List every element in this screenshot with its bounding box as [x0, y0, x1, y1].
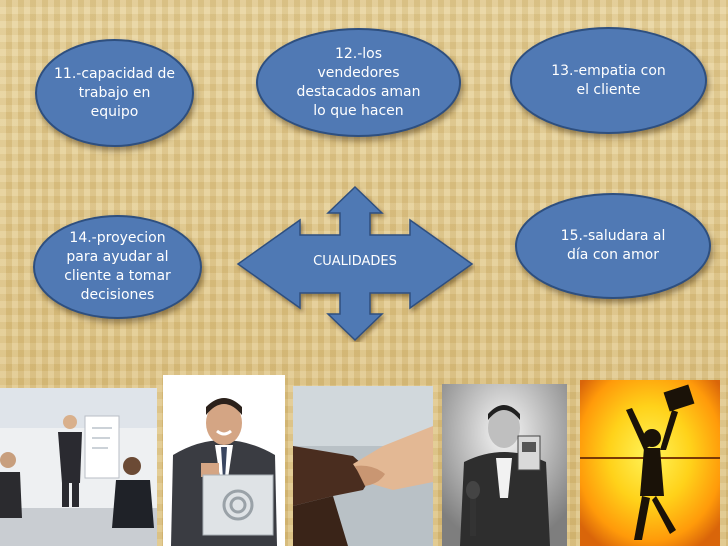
bubble-11-teamwork: 11.-capacidad de trabajo en equipo [35, 39, 194, 147]
center-label: CUALIDADES [313, 254, 397, 269]
bubble-14-projection: 14.-proyecion para ayudar al cliente a t… [33, 215, 202, 319]
bubble-12-love-work: 12.-los vendedores destacados aman lo qu… [256, 28, 461, 137]
four-way-arrow-icon [236, 185, 474, 342]
salesman-with-product-photo [442, 384, 567, 546]
bubble-13-empathy: 13.-empatia con el cliente [510, 27, 707, 134]
handshake-photo [293, 386, 433, 546]
team-meeting-photo [0, 388, 157, 546]
smiling-businessman-photo [163, 375, 285, 546]
bubble-15-greeting: 15.-saludara al día con amor [515, 193, 711, 299]
sunset-celebration-photo [580, 380, 720, 546]
